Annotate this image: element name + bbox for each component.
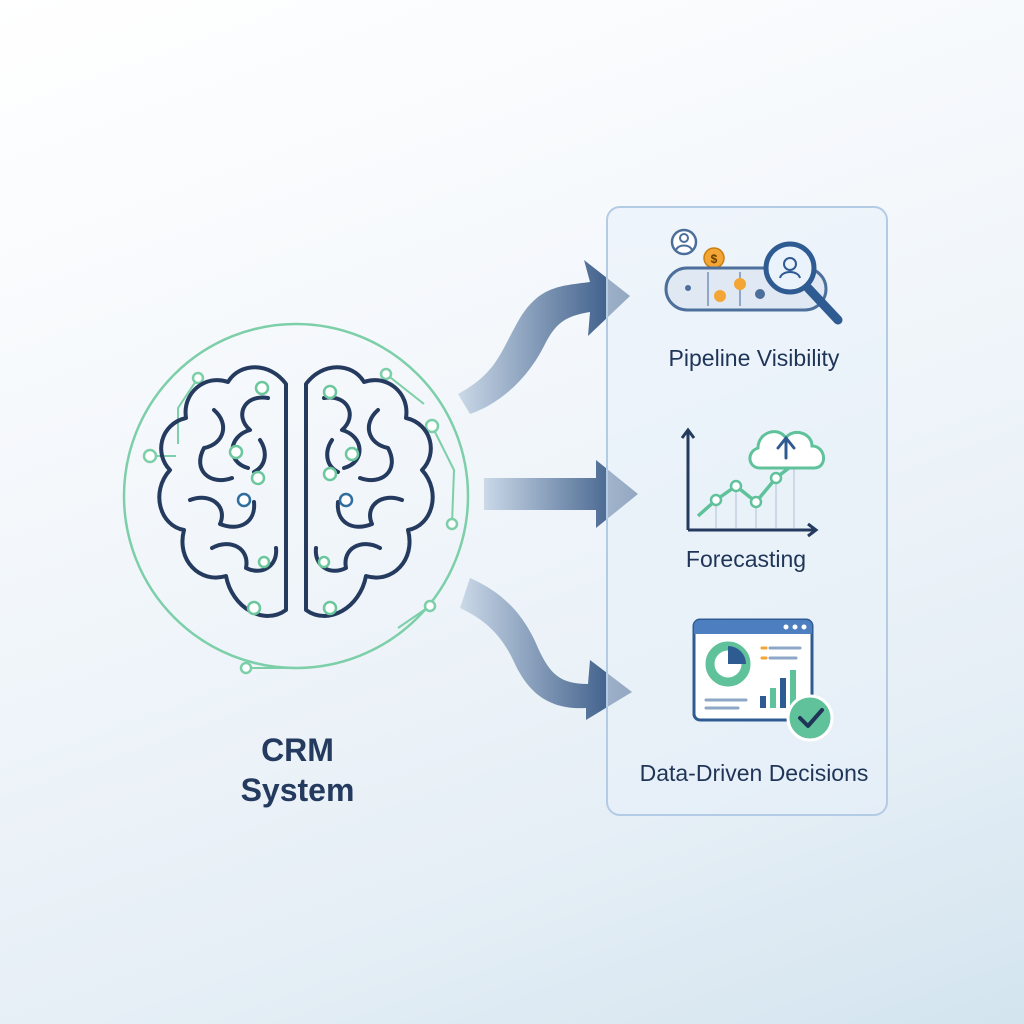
brain-left-nodes	[228, 380, 271, 616]
svg-text:$: $	[711, 252, 718, 266]
pipeline-magnifier-icon: $	[664, 228, 843, 325]
data-driven-decisions-label: Data-Driven Decisions	[639, 760, 869, 786]
arrow-to-forecasting-icon	[484, 460, 638, 528]
brain-circuit-icon	[122, 322, 470, 675]
growth-chart-cloud-icon	[680, 427, 825, 538]
arrow-to-decisions-icon	[460, 578, 632, 720]
circuit-traces	[150, 373, 456, 669]
dashboard-checkmark-icon	[692, 618, 834, 742]
crm-title-line1: CRM	[261, 732, 334, 768]
crm-system-title: CRM System	[195, 730, 400, 810]
brain-right-nodes	[317, 384, 360, 616]
pipeline-visibility-label: Pipeline Visibility	[668, 345, 840, 371]
circuit-nodes	[142, 367, 459, 675]
forecasting-label: Forecasting	[685, 546, 807, 572]
crm-title-line2: System	[240, 772, 355, 808]
arrow-to-pipeline-icon	[458, 260, 630, 414]
